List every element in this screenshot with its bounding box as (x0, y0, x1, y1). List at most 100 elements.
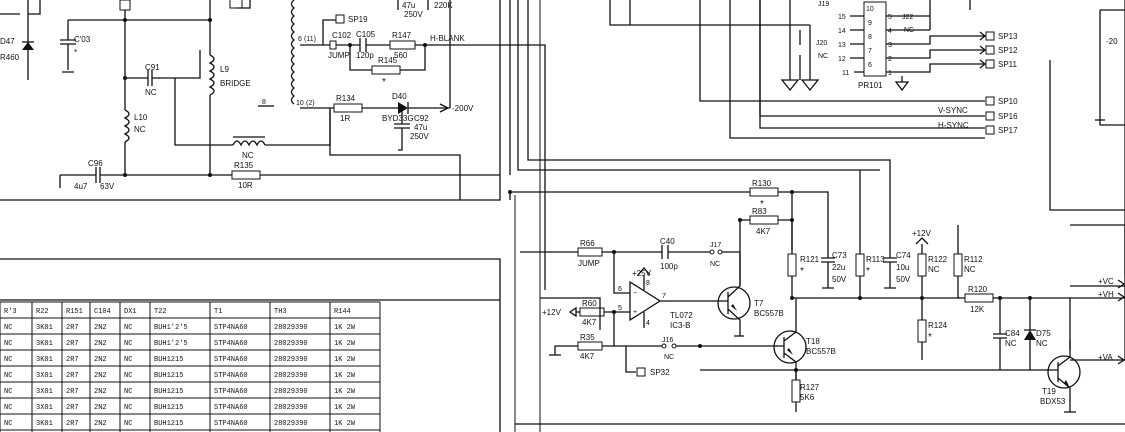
table-cell: 2N2 (94, 388, 107, 396)
r134-value: 1R (340, 114, 350, 123)
pr101-pin5: 5 (888, 14, 892, 21)
j16-label: J16 (662, 337, 673, 344)
table-header: C104 (94, 308, 111, 316)
table-cell: 3K01 (36, 420, 53, 428)
l10-label: L10 (134, 113, 148, 122)
right-network-section: R121 * C73 22u 50V R113 * C74 10u 50V +1… (515, 0, 1125, 425)
table-cell: STP4NA60 (214, 324, 248, 332)
c91-label: C91 (145, 63, 160, 72)
table-cell: 2R7 (66, 388, 79, 396)
table-cell: 28029390 (274, 420, 308, 428)
r135-label: R135 (234, 161, 254, 170)
c96-value2: 63V (100, 182, 115, 191)
ic3-pin6: 6 (618, 286, 622, 293)
t7-label: T7 (754, 299, 764, 308)
table-cell: STP4NA60 (214, 356, 248, 364)
ic3-pin7: 7 (662, 293, 666, 300)
r113-mark: * (866, 266, 870, 277)
c74-value2: 50V (896, 275, 911, 284)
table-cell: 2N2 (94, 340, 107, 348)
j17-value: NC (710, 261, 720, 268)
sp32-label: SP32 (650, 368, 670, 377)
table-cell: 2N2 (94, 420, 107, 428)
table-cell: NC (4, 340, 12, 348)
sp19-label: SP19 (348, 15, 368, 24)
r127-label: R127 (800, 383, 820, 392)
pr101-pin9: 9 (868, 20, 872, 27)
r145-label: R145 (378, 56, 398, 65)
table-header: R'3 (4, 308, 17, 316)
c73-label: C73 (832, 251, 847, 260)
d75-label: D75 (1036, 329, 1051, 338)
c40-label: C40 (660, 237, 675, 246)
ic3-pin8: 8 (646, 280, 650, 287)
d47-value: R460 (0, 53, 20, 62)
table-cell: BUH1'2'5 (154, 324, 188, 332)
r66-value: JUMP (578, 259, 600, 268)
table-cell: 28029390 (274, 388, 308, 396)
c92-value1: 47u (414, 123, 427, 132)
table-cell: NC (4, 388, 12, 396)
table-cell: BUH1215 (154, 372, 183, 380)
tx-pin8: 8 (262, 99, 266, 106)
table-cell: NC (4, 324, 12, 332)
j22-value: NC (904, 27, 914, 34)
table-cell: 28029390 (274, 356, 308, 364)
p12v-a-label: +12V (542, 308, 562, 317)
table-cell: 28029390 (274, 340, 308, 348)
table-cell: NC (4, 372, 12, 380)
table-cell: NC (124, 388, 132, 396)
m200-label: -200V (452, 104, 474, 113)
table-cell: NC (124, 404, 132, 412)
r134-label: R134 (336, 94, 356, 103)
table-cell: NC (4, 420, 12, 428)
l9-value: BRIDGE (220, 79, 251, 88)
table-cell: 1K 2W (334, 388, 356, 396)
pr101-pin12: 12 (838, 56, 846, 63)
table-cell: 3K01 (36, 324, 53, 332)
hsync-label: H-SYNC (938, 121, 969, 130)
vsync-label: V-SYNC (938, 106, 968, 115)
j16-value: NC (664, 354, 674, 361)
c91-value: NC (145, 88, 157, 97)
t18-label: T18 (806, 337, 820, 346)
table-cell: 3K01 (36, 356, 53, 364)
table-cell: 2R7 (66, 372, 79, 380)
c84-value: NC (1005, 339, 1017, 348)
table-cell: BUH1215 (154, 420, 183, 428)
tx-pin2: (2) (306, 100, 315, 107)
table-cell: 2N2 (94, 404, 107, 412)
topcap-value2: 250V (404, 10, 423, 19)
transformer-section: 6 (11) 10 (2) 8 SP19 C102 JUMP C105 120p… (258, 0, 891, 432)
j17-label: J17 (710, 242, 721, 249)
tx-pin10: 10 (296, 100, 304, 107)
r147-value: 560 (394, 51, 408, 60)
pr101-pin1: 1 (888, 70, 892, 77)
table-cell: 2N2 (94, 324, 107, 332)
pr101-pin4: 4 (888, 28, 892, 35)
c96-value1: 4u7 (74, 182, 88, 191)
c105-value: 120p (356, 51, 374, 60)
t7-value: BC557B (754, 309, 784, 318)
table-cell: 3X01 (36, 388, 53, 396)
r113-label: R113 (866, 255, 885, 264)
c74-value1: 10u (896, 263, 909, 272)
table-cell: 2R7 (66, 356, 79, 364)
table-cell: STP4NA60 (214, 340, 248, 348)
table-cell: BUH1215 (154, 404, 183, 412)
t19-value: BDX53 (1040, 397, 1066, 406)
top-left-section: D47 R460 C'03 * C91 NC L9 BRIDGE L10 NC … (0, 0, 501, 201)
pr101-section: J19 15 14 13 12 11 10 9 8 7 6 5 4 3 2 1 … (609, 0, 1125, 211)
choke-value: NC (242, 151, 254, 160)
r124-mark: * (928, 332, 932, 343)
p12v-b-label: +12V (912, 229, 932, 238)
pr101-pin6: 6 (868, 62, 872, 69)
tx-pin6: 6 (298, 36, 302, 43)
t18-value: BC557B (806, 347, 836, 356)
ic3-pin5: 5 (618, 305, 622, 312)
table-cell: 3X01 (36, 404, 53, 412)
sp11-label: SP11 (998, 60, 1018, 69)
table-cell: 3X01 (36, 372, 53, 380)
table-header: T22 (154, 308, 167, 316)
r145-mark: * (382, 77, 386, 88)
